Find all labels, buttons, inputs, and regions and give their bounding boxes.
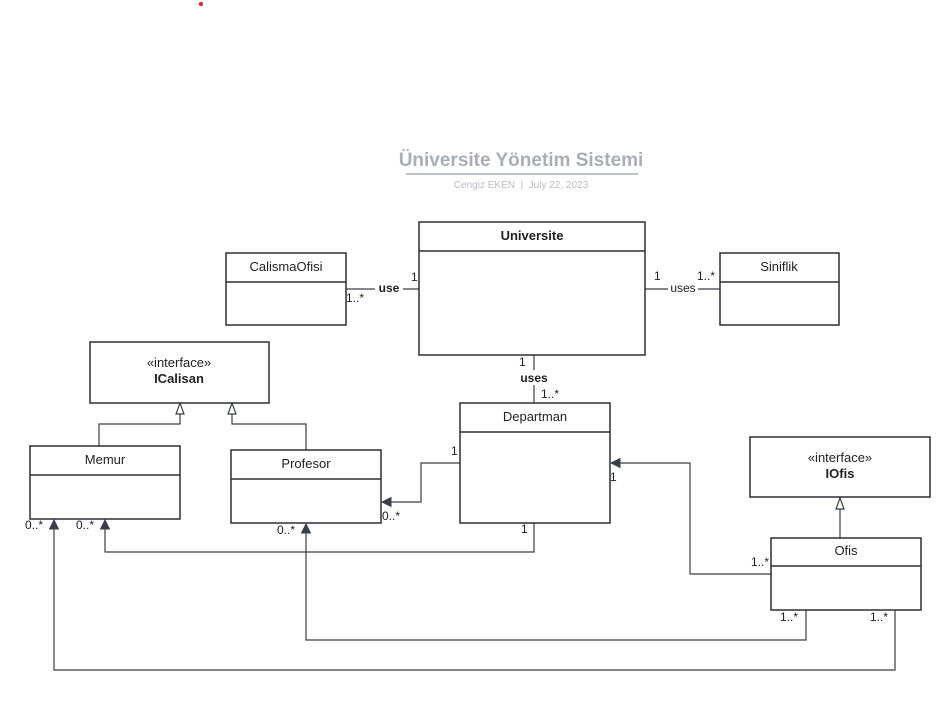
class-memur[interactable]: Memur xyxy=(29,445,181,520)
svg-text:1..*: 1..* xyxy=(541,387,559,401)
class-name: Departman xyxy=(503,409,567,424)
svg-text:0..*: 0..* xyxy=(76,518,94,532)
svg-text:1..*: 1..* xyxy=(751,555,769,569)
assoc-universite-siniflik: uses 1 1..* xyxy=(645,269,720,295)
class-calismaofisi[interactable]: CalismaOfisi xyxy=(225,252,347,326)
svg-text:0..*: 0..* xyxy=(25,518,43,532)
class-name: Memur xyxy=(85,452,126,467)
stereotype-label: «interface» xyxy=(808,450,872,465)
class-name: Universite xyxy=(501,228,564,243)
stereotype-label: «interface» xyxy=(147,355,211,370)
class-profesor[interactable]: Profesor xyxy=(230,449,382,524)
assoc-universite-departman: uses 1 1..* xyxy=(517,355,559,403)
assoc-ofis-departman: 1..* 1 xyxy=(609,457,771,575)
class-siniflik[interactable]: Siniflik xyxy=(719,252,840,326)
assoc-universite-calismaofisi: use 1 1..* xyxy=(346,270,419,305)
svg-text:0..*: 0..* xyxy=(382,509,400,523)
svg-text:1: 1 xyxy=(654,269,661,283)
svg-text:1..*: 1..* xyxy=(346,291,364,305)
realization-profesor-icalisan xyxy=(227,401,307,450)
class-universite[interactable]: Universite xyxy=(418,221,646,356)
svg-text:1: 1 xyxy=(451,444,458,458)
interface-icalisan[interactable]: «interface» ICalisan xyxy=(89,341,270,404)
assoc-ofis-profesor: 1..* 0..* xyxy=(277,522,807,641)
diagram-title: Üniversite Yönetim Sistemi xyxy=(399,150,644,171)
svg-text:1: 1 xyxy=(610,470,617,484)
diagram-subtitle: Cengiz EKEN | July 22, 2023 xyxy=(454,180,589,191)
class-name: Profesor xyxy=(281,456,331,471)
accent-dot xyxy=(198,1,204,7)
svg-text:1..*: 1..* xyxy=(697,269,715,283)
svg-text:1..*: 1..* xyxy=(780,610,798,624)
class-name: Siniflik xyxy=(760,259,798,274)
svg-text:1: 1 xyxy=(521,522,528,536)
class-name: Ofis xyxy=(834,543,858,558)
svg-text:0..*: 0..* xyxy=(277,523,295,537)
svg-text:1: 1 xyxy=(519,355,526,369)
interface-name: IOfis xyxy=(826,466,855,481)
svg-text:uses: uses xyxy=(520,371,548,385)
assoc-departman-profesor: 1 0..* xyxy=(380,444,460,523)
svg-text:use: use xyxy=(379,281,400,295)
class-departman[interactable]: Departman xyxy=(459,402,611,524)
assoc-departman-memur: 1 0..* xyxy=(76,518,535,553)
class-name: CalismaOfisi xyxy=(250,259,323,274)
assoc-ofis-memur: 1..* 0..* xyxy=(25,518,896,671)
realization-ofis-iofis xyxy=(835,496,845,538)
interface-iofis[interactable]: «interface» IOfis xyxy=(749,436,931,498)
svg-text:1: 1 xyxy=(411,270,418,284)
svg-text:1..*: 1..* xyxy=(870,610,888,624)
class-ofis[interactable]: Ofis xyxy=(770,537,922,611)
interface-name: ICalisan xyxy=(154,371,204,386)
svg-text:uses: uses xyxy=(670,281,695,295)
realization-memur-icalisan xyxy=(98,401,185,446)
